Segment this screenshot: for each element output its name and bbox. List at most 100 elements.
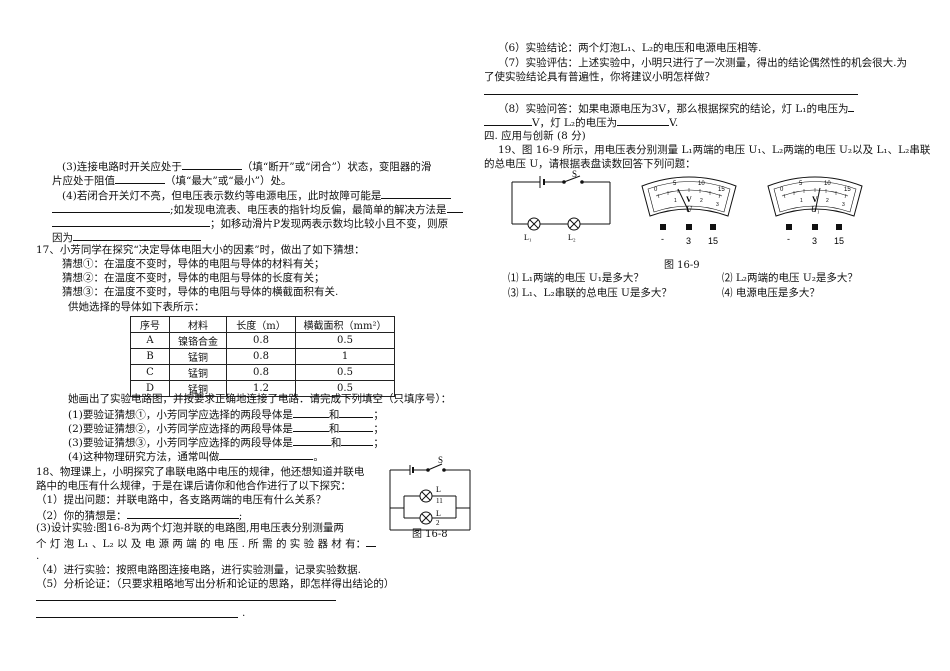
blank-17-4[interactable] bbox=[219, 448, 314, 460]
lamp-l1-label: L bbox=[436, 485, 441, 494]
voltmeter-u: 0 5 10 15 1 2 3 V U - 3 15 bbox=[641, 176, 737, 246]
blank-reason[interactable] bbox=[73, 229, 201, 241]
meter-tick: 5 bbox=[673, 181, 677, 187]
meter-tick: 2 bbox=[826, 198, 829, 204]
lamp-l1-label: L₁ bbox=[524, 233, 532, 242]
q18-line1: 18、物理课上，小明探究了串联电路中电压的规律，他还想知道并联电 bbox=[36, 466, 365, 478]
meter-tick: 1 bbox=[674, 198, 677, 204]
q18-line9: （5）分析论证：（只要求粗略地写出分析和论证的思路，即怎样得出结论的） bbox=[36, 578, 395, 590]
meter-tick: 10 bbox=[824, 181, 831, 187]
q18-line3: （1）提出问题：并联电路中，各支路两端的电压有什么关系？ bbox=[36, 494, 327, 506]
q19-part-1: ⑴ L₁两端的电压 U₁是多大？ bbox=[508, 272, 644, 284]
q8-line1: （8）实验问答：如果电源电压为3V，那么根据探究的结论，灯 L₁的电压为 bbox=[498, 100, 855, 116]
q19-part-2: ⑵ L₂两端的电压 U₂是多大？ bbox=[722, 272, 858, 284]
q19-line1: 19、图 16-9 所示，用电压表分别测量 L₁两端的电压 U₁、L₂两端的电压… bbox=[498, 144, 931, 156]
terminal-3[interactable] bbox=[686, 224, 692, 230]
voltmeter-needle bbox=[814, 187, 821, 213]
col-header: 材料 bbox=[169, 316, 227, 333]
q18-line7: . bbox=[36, 550, 40, 562]
meter-tick: 1 bbox=[800, 198, 803, 204]
q16-3-line1: (3)连接电路时开关应处于（填“断开”或“闭合”）状态，变阻器的滑 bbox=[62, 158, 431, 174]
q17-guess-2: 猜想②：在温度不变时，导体的电阻与导体的长度有关； bbox=[62, 272, 325, 284]
terminal-label: 3 bbox=[812, 236, 817, 246]
col-header: 长度（m） bbox=[226, 316, 296, 333]
voltmeter-u-label: U bbox=[686, 205, 693, 214]
table-header-row: 序号 材料 长度（m） 横截面积（mm²） bbox=[130, 316, 395, 333]
circuit-diagram-16-8: S L 11 L 2 bbox=[389, 455, 471, 531]
blank-17-1b[interactable] bbox=[339, 406, 374, 418]
blank-fault-2[interactable] bbox=[52, 201, 170, 213]
meter-tick: 10 bbox=[698, 181, 705, 187]
table-cell: 锰铜 bbox=[169, 364, 227, 381]
q16-4-line2: ;如发现电流表、电压表的指针均反偏，最简单的解决方法是 bbox=[52, 201, 463, 217]
blank-switch-state[interactable] bbox=[181, 158, 242, 170]
col-header: 序号 bbox=[130, 316, 170, 333]
blank-resistance[interactable] bbox=[115, 172, 165, 184]
terminal-15[interactable] bbox=[710, 224, 716, 230]
col-header: 横截面积（mm²） bbox=[295, 316, 395, 333]
q16-3-line2: 片应处于阻值（填“最大”或“最小”）处。 bbox=[52, 172, 291, 188]
blank-17-3a[interactable] bbox=[292, 434, 331, 446]
answer-line-q7[interactable] bbox=[484, 94, 858, 95]
lamp-l2-sub: 2 bbox=[436, 519, 440, 527]
q17-sub-3: (3)要验证猜想③，小芳同学应选择的两段导体是和； bbox=[68, 434, 384, 450]
terminal-neg[interactable] bbox=[786, 224, 792, 230]
blank-guess[interactable] bbox=[126, 507, 239, 519]
table-row: C 锰铜 0.8 0.5 bbox=[130, 364, 395, 381]
terminal-label: 3 bbox=[686, 236, 691, 246]
q19-line2: 的总电压 U，请根据表盘读数回答下列问题： bbox=[484, 158, 696, 170]
table-cell: 0.8 bbox=[226, 348, 296, 365]
voltmeter-u1: 0 5 10 15 1 2 3 V U₁ - 3 15 bbox=[767, 176, 863, 246]
q17-guess-1: 猜想①：在温度不变时，导体的电阻与导体的材料有关； bbox=[62, 258, 325, 270]
terminal-label: 15 bbox=[708, 236, 718, 246]
terminal-label: 15 bbox=[834, 236, 844, 246]
meter-tick: 3 bbox=[716, 202, 719, 208]
answer-line[interactable] bbox=[36, 600, 336, 601]
section-heading: 四. 应用与创新 (8 分) bbox=[484, 130, 586, 142]
blank-17-3b[interactable] bbox=[341, 434, 374, 446]
q17-after-table: 她画出了实验电路图，并按要求正确地连接了电路．请完成下列填空（只填序号）： bbox=[68, 393, 452, 405]
voltmeter-v-label: V bbox=[812, 195, 818, 204]
lamp-l2-label: L bbox=[436, 509, 441, 518]
terminal-3[interactable] bbox=[812, 224, 818, 230]
table-cell: 0.8 bbox=[226, 332, 296, 349]
blank-equipment[interactable] bbox=[366, 535, 377, 547]
table-cell: A bbox=[130, 332, 170, 349]
blank-l2-voltage[interactable] bbox=[617, 114, 670, 126]
q19-part-3: ⑶ L₁、L₂串联的总电压 U是多大？ bbox=[508, 287, 672, 299]
q18-line5: (3)设计实验:图16-8为两个灯泡并联的电路图,用电压表分别测量两 bbox=[36, 522, 344, 534]
blank-fix-2[interactable] bbox=[52, 215, 210, 227]
terminal-label: - bbox=[787, 234, 790, 244]
terminal-neg[interactable] bbox=[660, 224, 666, 230]
blank-l1-voltage-2[interactable] bbox=[484, 114, 532, 126]
voltmeter-u1-label: U₁ bbox=[811, 205, 820, 214]
table-cell: 0.5 bbox=[295, 380, 395, 397]
q19-part-4: ⑷ 电源电压是多大？ bbox=[722, 287, 820, 299]
terminal-15[interactable] bbox=[836, 224, 842, 230]
period-mark: . bbox=[242, 607, 246, 619]
answer-line[interactable] bbox=[36, 617, 238, 618]
table-row: A 镍铬合金 0.8 0.5 bbox=[130, 332, 395, 349]
blank-fault[interactable] bbox=[381, 187, 452, 199]
voltmeter-needle bbox=[677, 188, 690, 213]
q18-line8: （4）进行实验：按照电路图连接电路，进行实验测量，记录实验数据. bbox=[36, 564, 362, 576]
q17-intro: 17、小芳同学在探究“决定导体电阻大小的因素”时，做出了如下猜想： bbox=[36, 244, 365, 256]
q16-4-line1: (4)若闭合开关灯不亮，但电压表示数约等电源电压，此时故障可能是 bbox=[62, 187, 452, 203]
blank-l1-voltage[interactable] bbox=[848, 100, 855, 112]
q17-guess-3: 猜想③：在温度不变时，导体的电阻与导体的横截面积有关. bbox=[62, 286, 339, 298]
table-cell: 0.5 bbox=[295, 364, 395, 381]
q6-conclusion: （6）实验结论：两个灯泡L₁、L₂的电压和电源电压相等. bbox=[498, 42, 762, 54]
q17-table-intro: 供她选择的导体如下表所示： bbox=[68, 301, 205, 313]
meter-tick: 15 bbox=[718, 187, 725, 193]
blank-17-2b[interactable] bbox=[339, 420, 374, 432]
q18-line4: （2）你的猜想是：; bbox=[36, 507, 242, 523]
meter-tick: 0 bbox=[654, 187, 658, 193]
q18-line2: 路中的电压有什么规律，于是在课后请你和他合作进行了以下探究： bbox=[36, 480, 351, 492]
blank-fix[interactable] bbox=[446, 201, 463, 213]
blank-17-1a[interactable] bbox=[292, 406, 329, 418]
meter-tick: 3 bbox=[842, 202, 845, 208]
q16-4-line4: 因为 bbox=[52, 229, 201, 245]
figure-caption-16-8: 图 16-8 bbox=[412, 529, 448, 540]
meter-tick: 15 bbox=[844, 187, 851, 193]
blank-17-2a[interactable] bbox=[292, 420, 329, 432]
